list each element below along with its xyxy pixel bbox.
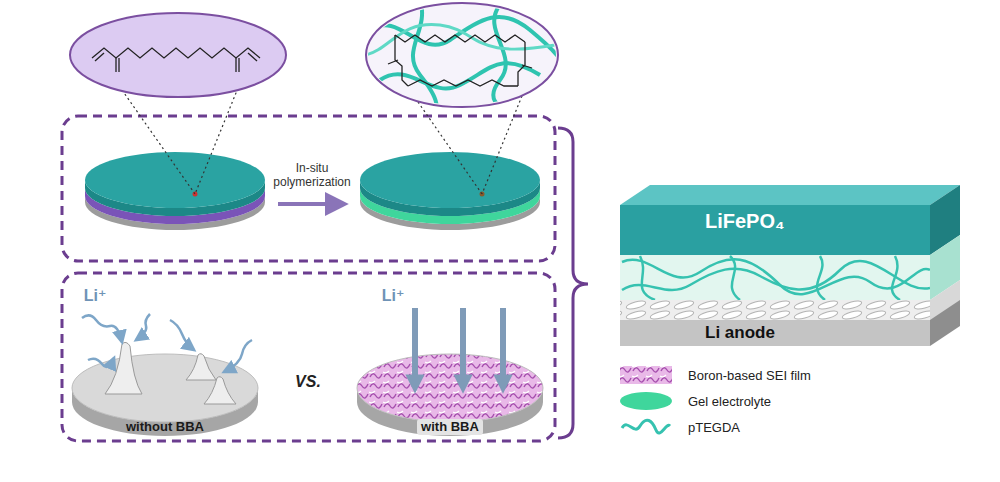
electrode-disc: without BBA [70, 300, 260, 440]
legend-swatch [618, 390, 674, 412]
carbonyl-bond [235, 58, 236, 72]
double-bond [95, 53, 104, 61]
ion-path [170, 320, 194, 350]
callout-ellipse [366, 3, 558, 107]
disc-top [360, 152, 540, 208]
ion-path [136, 314, 150, 340]
polymer-strand [640, 256, 655, 300]
zoom-line [195, 88, 238, 194]
node-text: Li anode [705, 323, 775, 343]
ion-path [224, 340, 252, 372]
carbonyl-bond [115, 58, 116, 72]
process-arrow [278, 202, 344, 206]
zoom-line [418, 102, 482, 194]
comparison-label: VS. [295, 372, 321, 391]
cell-stack [620, 185, 960, 346]
node-text: with BBA [417, 419, 483, 435]
ion-path [88, 358, 114, 367]
dendrite [105, 342, 142, 394]
polymer-strand [817, 256, 825, 300]
zoom-line [482, 96, 522, 194]
legend-row: Gel electrolyte [618, 388, 811, 414]
carbonyl-bond [118, 58, 119, 72]
gel-disc [360, 152, 540, 230]
swatch-shape [620, 366, 672, 384]
dendrite [204, 377, 236, 404]
legend-swatch [618, 364, 674, 386]
legend-row: Boron-based SEI film [618, 362, 811, 388]
ion-path [82, 315, 122, 342]
legend-row: pTEGDA [618, 414, 811, 440]
anode-layer: Li anode [620, 320, 930, 346]
backbone-chain [518, 42, 525, 86]
polymer-strand [370, 17, 560, 60]
polymer-strand [493, 5, 520, 120]
legend-text: pTEGDA [688, 420, 740, 435]
electrode-disc: with BBA [355, 300, 545, 440]
bracket [558, 128, 588, 438]
backbone-chain [395, 35, 525, 42]
disc-shape [70, 300, 260, 440]
molecule-chain [92, 48, 260, 58]
carbonyl-bond [238, 58, 239, 72]
ion-flux-arrow [460, 308, 466, 386]
legend-text: Gel electrolyte [688, 394, 771, 409]
node-text: LiFePO₄ [705, 209, 785, 233]
legend-text: Boron-based SEI film [688, 368, 811, 383]
double-bond [248, 53, 257, 61]
legend: Boron-based SEI filmGel electrolyte pTEGD… [618, 362, 811, 440]
polymer-strand [892, 256, 900, 300]
callout-ellipse [70, 13, 286, 97]
polymer-strand [365, 24, 555, 55]
sei-layer [620, 300, 930, 320]
ion-flux-arrow [412, 308, 418, 386]
dendrite [186, 354, 216, 380]
polymer-strand [413, 0, 437, 120]
zoom-line [122, 90, 195, 194]
polymer-callout [365, 0, 560, 120]
polymer-strand [380, 63, 540, 88]
dashed-panel [62, 116, 555, 261]
disc-top [357, 354, 543, 422]
block-top [620, 185, 960, 205]
marker-dot [193, 192, 198, 197]
process-label: In-situ polymerization [264, 161, 360, 190]
polymer-network [365, 0, 560, 120]
block-side [930, 300, 960, 346]
carbonyl-bond [522, 65, 532, 68]
ion-flux-arrow [500, 308, 506, 386]
dashed-panel [62, 273, 555, 441]
polymer-strand [730, 256, 740, 300]
disc-top [85, 152, 265, 208]
polymer-strand [622, 259, 930, 294]
swatch-shape [620, 392, 672, 410]
ion-label: Li⁺ [382, 286, 405, 305]
cathode-layer: LiFePO₄ [620, 205, 930, 255]
gel-layer [620, 255, 930, 300]
polymer-network [622, 256, 930, 300]
swatch-shape [622, 420, 670, 433]
disc-top [72, 354, 258, 422]
ion-label: Li⁺ [84, 286, 107, 305]
polymer-strand [622, 261, 930, 290]
legend-swatch [618, 416, 674, 438]
backbone-chain [408, 80, 518, 86]
node-text: without BBA [126, 419, 204, 435]
carbonyl-bond [388, 60, 398, 64]
monomer-disc [85, 152, 265, 230]
monomer-callout [70, 13, 286, 97]
